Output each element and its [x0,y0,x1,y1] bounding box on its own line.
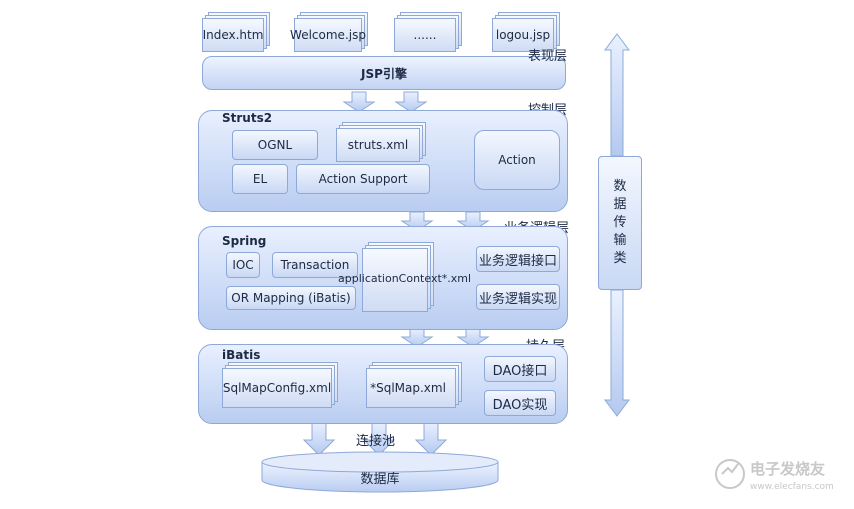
watermark-icon [715,459,745,489]
layer-label-pool: 连接池 [356,434,396,449]
layer-label-presentation: 表现层 [528,49,568,64]
app-context-label: applicationContext*.xml [338,272,472,285]
sqlmap-doc: *SqlMap.xml [366,362,462,408]
down-arrow-9 [414,421,448,456]
spring-title: Spring [222,234,267,248]
page-label: Welcome.jsp [290,28,366,42]
jsp-engine: JSP引擎 [202,56,566,90]
page-label: ...... [413,28,437,42]
or-mapping-box: OR Mapping (iBatis) [226,286,356,310]
struts-xml-label: struts.xml [347,138,409,152]
vertical-double-arrow-bottom [604,289,630,417]
biz-interface-box: 业务逻辑接口 [476,246,560,272]
page-label: logou.jsp [495,28,551,42]
down-arrow-7 [302,421,336,456]
watermark-url: www.elecfans.com [750,482,834,492]
dao-interface-box: DAO接口 [484,356,556,382]
down-arrow-8 [362,421,396,456]
struts-title: Struts2 [222,111,273,125]
page-doc-index: Index.htm [202,12,270,52]
page-label: Index.htm [202,28,264,42]
transfer-char: 数 [613,179,627,194]
action-box: Action [474,130,560,190]
ibatis-title: iBatis [222,348,261,362]
watermark-text: 电子发烧友 [750,460,826,478]
down-arrow-2 [394,91,428,113]
dao-impl-box: DAO实现 [484,390,556,416]
sqlmap-label: *SqlMap.xml [370,381,446,395]
ioc-box: IOC [226,252,260,278]
el-box: EL [232,164,288,194]
transfer-char: 传 [613,215,627,230]
transaction-box: Transaction [272,252,358,278]
watermark-logo: 电子发烧友 www.elecfans.com [708,452,838,502]
action-support-box: Action Support [296,164,430,194]
app-context-doc [362,242,434,312]
transfer-char: 输 [613,233,627,248]
page-doc-welcome: Welcome.jsp [290,12,368,52]
sqlmap-config-label: SqlMapConfig.xml [222,381,332,395]
biz-impl-box: 业务逻辑实现 [476,284,560,310]
struts-xml-doc: struts.xml [336,122,426,162]
ognl-box: OGNL [232,130,318,160]
database-label: 数据库 [360,471,400,487]
data-transfer-box: 数 据 传 输 类 [598,156,642,290]
transfer-char: 据 [613,197,627,212]
down-arrow-1 [342,91,376,113]
page-doc-logout: logou.jsp [492,12,560,52]
sqlmap-config-doc: SqlMapConfig.xml [222,362,338,408]
transfer-char: 类 [613,251,627,266]
page-doc-more: ...... [394,12,462,52]
